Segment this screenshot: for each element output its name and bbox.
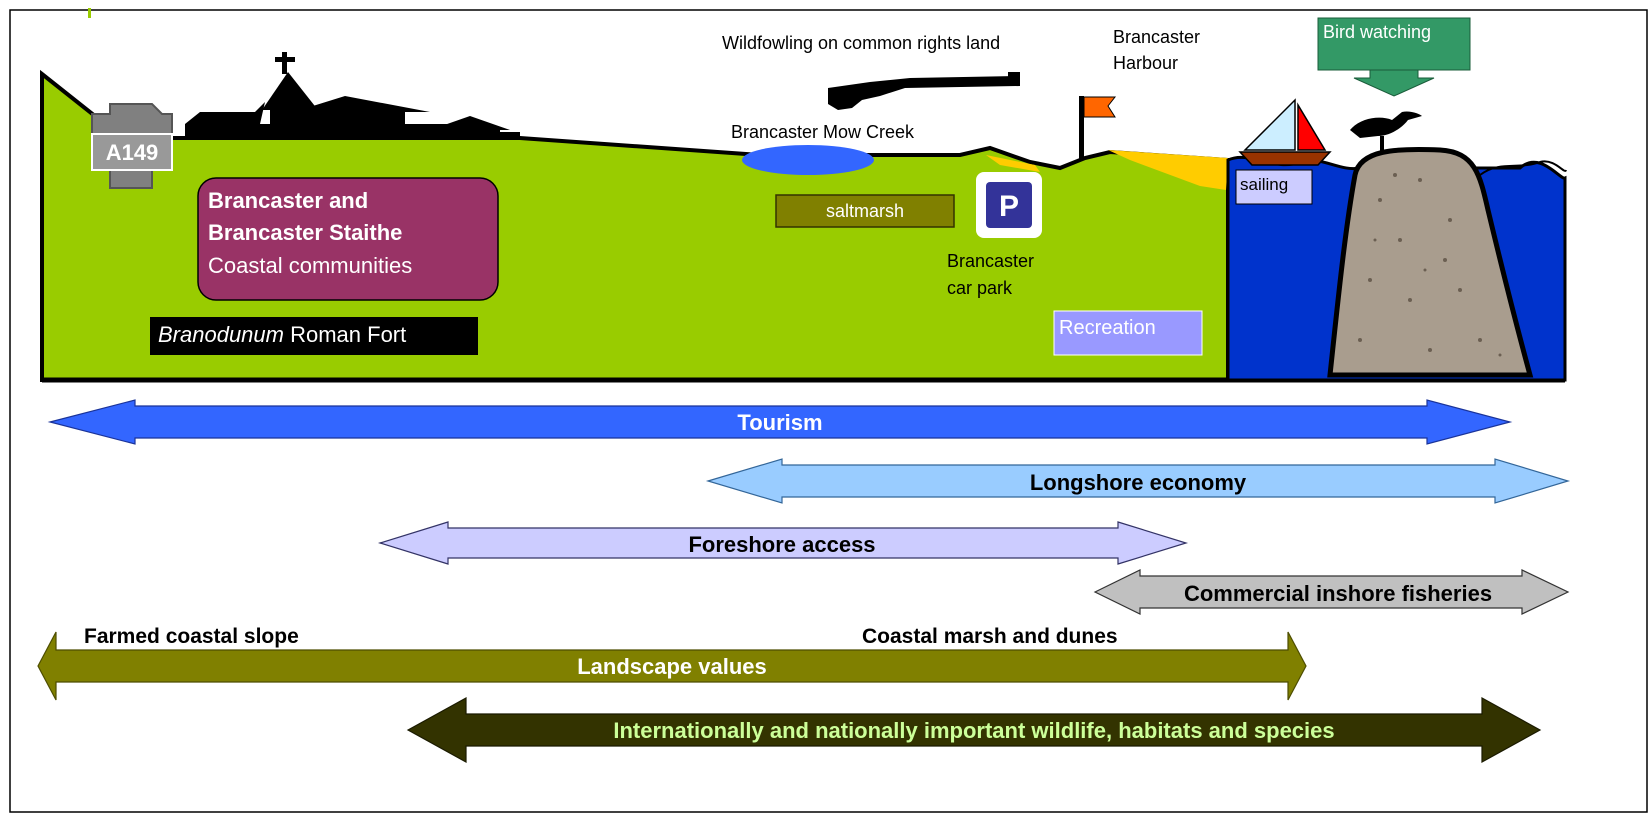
harbour-label-line-2: Harbour [1113,53,1178,73]
roman-fort-rest: Roman Fort [284,322,406,347]
sailing-label-box [1235,169,1313,205]
car-park-line-2: car park [947,278,1013,298]
road-sign-label: A149 [106,140,159,165]
sailing-label: sailing [1240,175,1288,194]
community-line-3: Coastal communities [208,253,412,278]
road-sign-icon: A149 [91,103,173,189]
village-silhouette-icon [185,52,520,138]
corner-tick [88,8,91,18]
marsh-dunes-label: Coastal marsh and dunes [862,625,1118,648]
bird-watching-label: Bird watching [1323,22,1431,42]
rock-texture [1358,173,1502,357]
flag-icon [1079,96,1117,160]
saltmarsh-label: saltmarsh [826,201,904,221]
wildlife-habitats-arrow: Internationally and nationally important… [406,696,1542,764]
dune-strip-left [986,155,1040,172]
wildfowling-label: Wildfowling on common rights land [722,33,1000,53]
recreation-label: Recreation [1059,317,1156,339]
roman-fort-label: Branodunum Roman Fort [158,322,406,347]
bird-watching-arrow [1353,69,1435,97]
parking-icon [986,182,1032,228]
bird-icon [1350,111,1422,152]
farmed-slope-label: Farmed coastal slope [84,625,299,648]
foreshore-access-arrow: Foreshore access [377,521,1189,565]
community-box [197,177,499,301]
sea-wave [1479,160,1567,176]
dune-strip-right [1108,150,1228,190]
tourism-arrow: Tourism [47,399,1513,445]
commercial-fisheries-arrow: Commercial inshore fisheries [1093,569,1570,615]
landscape-values-label: Landscape values [577,654,767,679]
landscape-values-arrow: Landscape values [37,631,1307,701]
community-line-1: Brancaster and [208,188,368,213]
bird-watching-box [1317,17,1471,71]
harbour-label-line-1: Brancaster [1113,27,1200,47]
bird-watching-callout: Bird watching [1317,17,1471,97]
car-park-line-1: Brancaster [947,251,1034,271]
wildlife-habitats-label: Internationally and nationally important… [613,718,1334,743]
tourism-label: Tourism [737,410,822,435]
mow-creek-label: Brancaster Mow Creek [731,122,915,142]
sailboat-icon [1238,98,1332,166]
rocky-headland [1327,146,1534,378]
recreation-box [1053,310,1203,356]
longshore-economy-arrow: Longshore economy [705,458,1571,504]
longshore-economy-label: Longshore economy [1030,470,1247,495]
commercial-fisheries-label: Commercial inshore fisheries [1184,581,1492,606]
roman-fort-italic: Branodunum [158,322,284,347]
creek-pool [742,145,874,175]
community-line-2: Brancaster Staithe [208,220,402,245]
foreshore-access-label: Foreshore access [688,532,875,557]
roman-fort-box [150,317,478,355]
parking-symbol: P [999,190,1019,223]
shotgun-icon [828,72,1020,110]
saltmarsh-box [775,194,955,228]
